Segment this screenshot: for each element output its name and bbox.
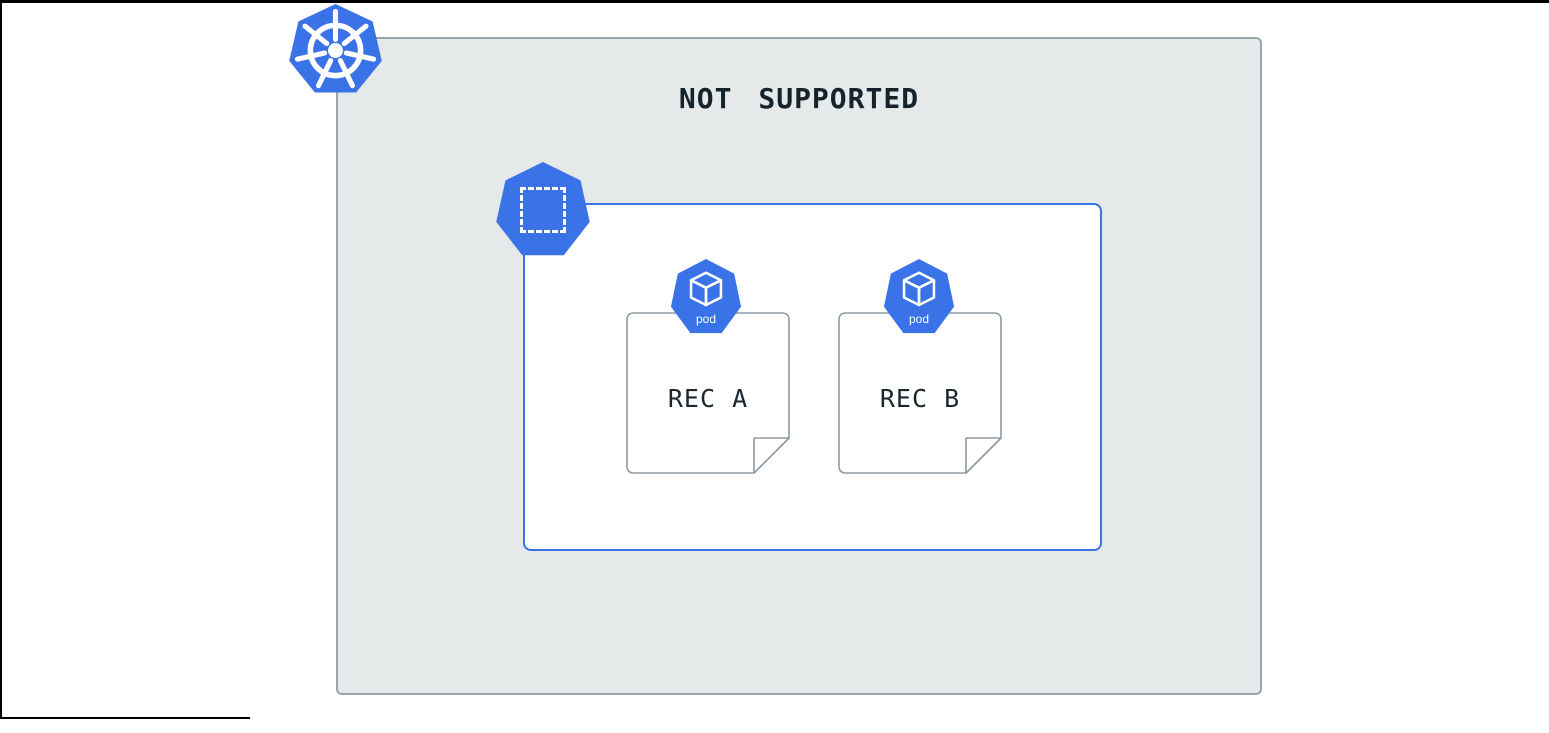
pod-b-icon: pod: [883, 259, 955, 334]
pod-icon-label: pod: [908, 312, 930, 326]
ship-wheel-icon: [294, 8, 377, 89]
kubernetes-logo-icon: [289, 4, 382, 93]
dashed-square-icon: [520, 187, 566, 234]
pod-icon-label: pod: [695, 312, 717, 326]
pod-a-icon: pod: [670, 259, 742, 334]
frame-border-left: [0, 0, 2, 719]
diagram-title: NOT SUPPORTED: [678, 82, 920, 115]
frame-border-bottom-stub: [0, 717, 250, 719]
doc-label: REC B: [879, 384, 961, 413]
doc-label: REC A: [667, 384, 749, 413]
note-shape: [626, 312, 790, 474]
note-shape: [838, 312, 1002, 474]
namespace-container: [523, 203, 1102, 551]
cube-icon: [902, 271, 936, 307]
frame-border-top: [0, 0, 1549, 3]
doc-rec-a: REC A: [626, 312, 790, 474]
doc-rec-b: REC B: [838, 312, 1002, 474]
cube-icon: [689, 271, 723, 307]
namespace-icon: [496, 162, 590, 256]
